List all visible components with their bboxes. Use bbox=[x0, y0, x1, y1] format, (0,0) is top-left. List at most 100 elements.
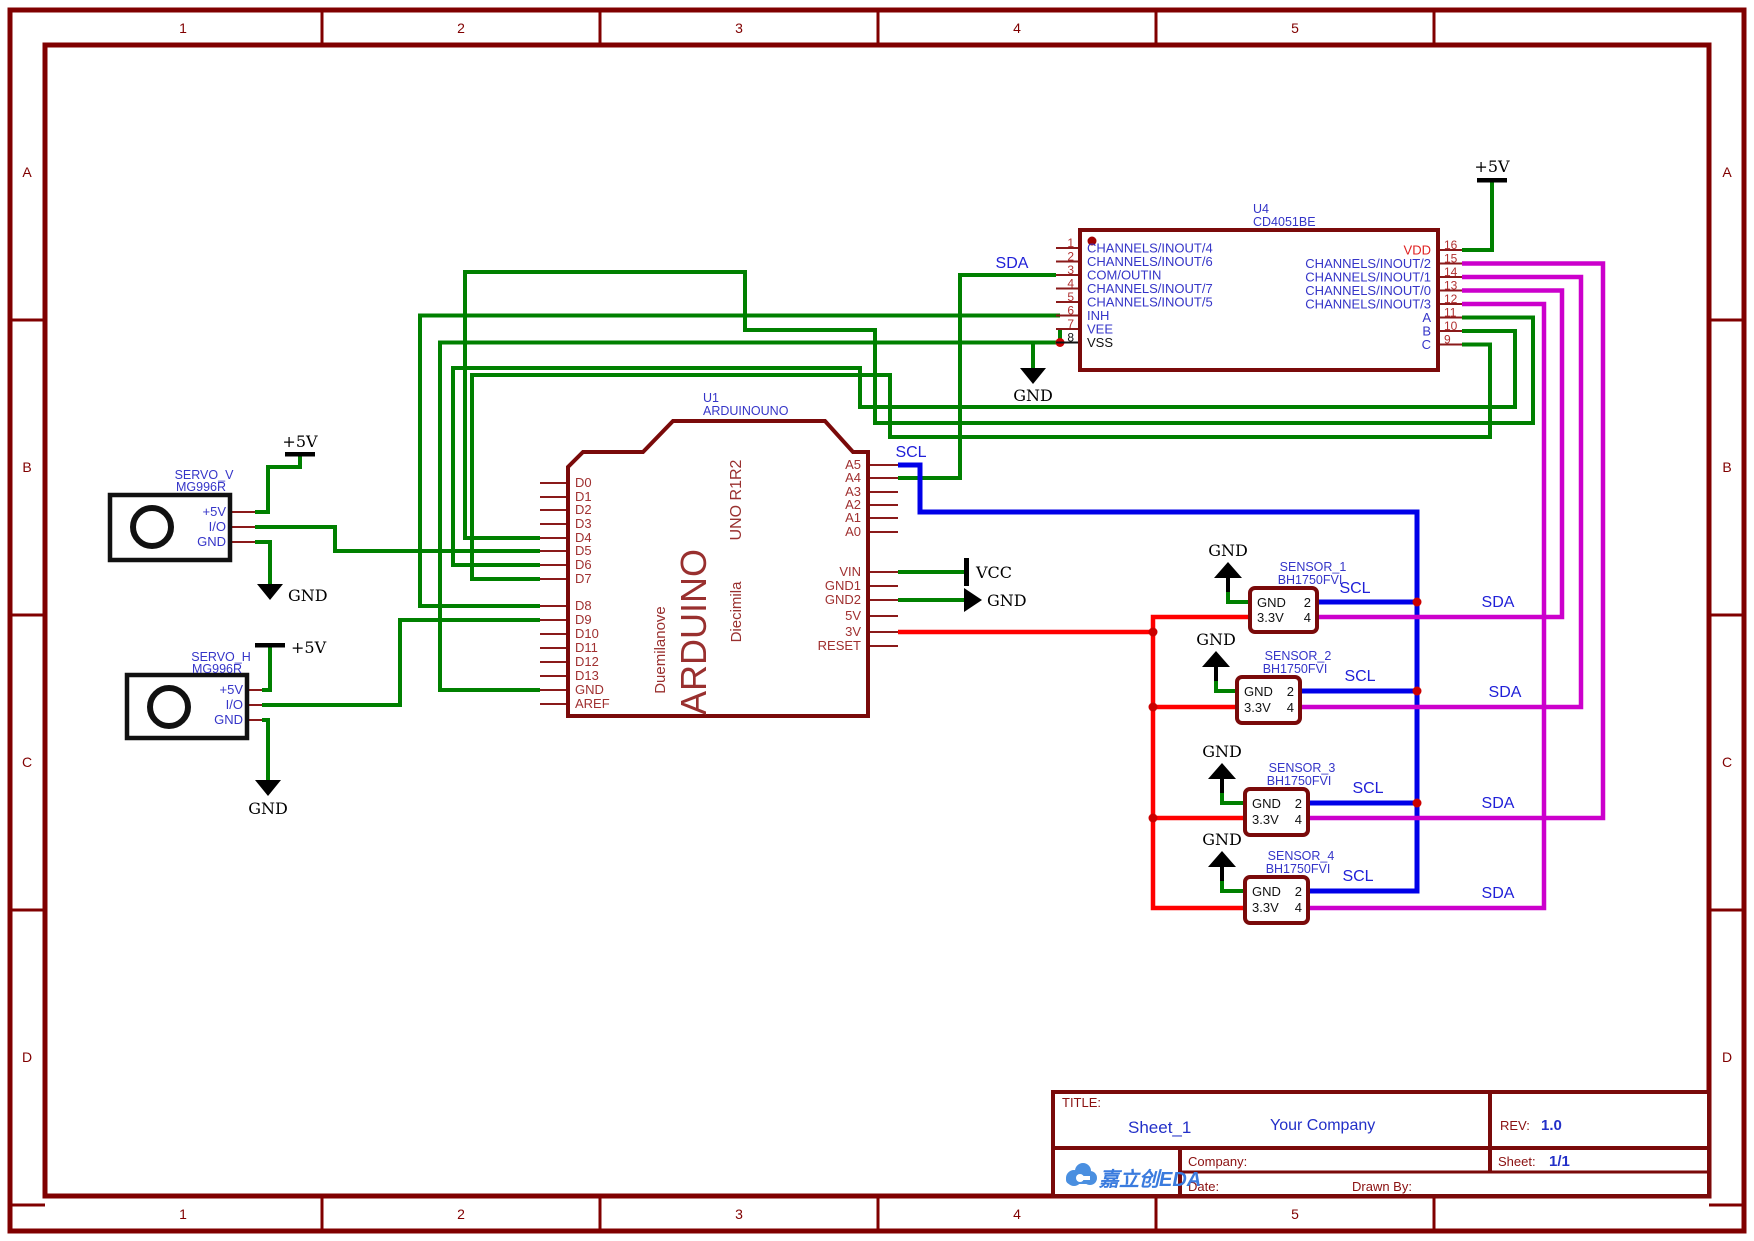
wire-servoH-gnd[interactable] bbox=[262, 718, 270, 780]
servo-h-value[interactable]: MG996R bbox=[192, 662, 242, 676]
net-label-sda-4[interactable]: SDA bbox=[1482, 885, 1515, 902]
wire-inh-net[interactable] bbox=[418, 313, 1060, 608]
u4-body[interactable] bbox=[1078, 228, 1440, 372]
net-label-sda-3[interactable]: SDA bbox=[1482, 795, 1515, 812]
u1-ref[interactable]: U1 bbox=[703, 391, 719, 405]
net-label-scl-4[interactable]: SCL bbox=[1342, 868, 1373, 885]
gnd-flag-servoH[interactable]: GND bbox=[248, 780, 288, 818]
sheet-value[interactable]: 1/1 bbox=[1549, 1153, 1570, 1170]
wire-sensor1-gnd[interactable] bbox=[1226, 592, 1250, 604]
wire-vee-vss-tie[interactable] bbox=[1031, 329, 1062, 368]
servo-h-ref[interactable]: SERVO_H bbox=[191, 650, 251, 664]
component-servo-h[interactable]: SERVO_H MG996R +5V I/O GND bbox=[124, 650, 262, 741]
gnd-flag-sensor2[interactable]: GND bbox=[1196, 630, 1236, 681]
svg-text:C: C bbox=[1722, 754, 1732, 770]
wire-sda-sensor2[interactable] bbox=[1300, 274, 1584, 710]
wire-gnd-net[interactable] bbox=[438, 340, 1056, 692]
vcc-flag[interactable]: VCC bbox=[964, 558, 1012, 586]
svg-text:D1: D1 bbox=[575, 489, 592, 504]
wire-sda-sensor4[interactable] bbox=[1308, 301, 1547, 911]
component-servo-v[interactable]: SERVO_V MG996R +5V I/O GND bbox=[107, 468, 255, 563]
sheet-title[interactable]: Sheet_1 bbox=[1128, 1118, 1191, 1137]
net-labels[interactable]: SDA SCL SCL SCL SCL SCL SDA SDA SDA SDA bbox=[895, 255, 1521, 902]
company-name[interactable]: Your Company bbox=[1270, 1117, 1375, 1134]
svg-text:GND2: GND2 bbox=[825, 592, 861, 607]
gnd-flag-arduino[interactable]: GND bbox=[964, 588, 1027, 612]
servo-v-value[interactable]: MG996R bbox=[176, 480, 226, 494]
component-sensor-2[interactable]: SENSOR_2 BH1750FVI GND 2 3.3V 4 bbox=[1235, 649, 1332, 725]
net-label-scl-2[interactable]: SCL bbox=[1344, 668, 1375, 685]
sensor-2-ref[interactable]: SENSOR_2 bbox=[1265, 649, 1332, 663]
sensor-2-value[interactable]: BH1750FVI bbox=[1263, 662, 1328, 676]
wire-servoV-5v[interactable] bbox=[255, 456, 302, 514]
servo-v-ref[interactable]: SERVO_V bbox=[175, 468, 234, 482]
svg-text:3: 3 bbox=[1067, 263, 1074, 277]
net-label-sda-1[interactable]: SDA bbox=[1482, 594, 1515, 611]
wire-b-net[interactable] bbox=[451, 329, 1517, 567]
u1-value[interactable]: ARDUINOUNO bbox=[703, 404, 789, 418]
wire-a-net[interactable] bbox=[463, 270, 1535, 540]
wire-sda-sensor1[interactable] bbox=[1317, 288, 1565, 620]
sensor-2-body[interactable] bbox=[1235, 675, 1302, 725]
gnd-flag-u4[interactable]: GND bbox=[1013, 338, 1065, 405]
component-u4-cd4051[interactable]: U4 CD4051BE 1 2 3 4 5 6 7 8 16 15 14 13 … bbox=[1056, 202, 1462, 372]
wire-servoH-io[interactable] bbox=[262, 618, 540, 707]
servo-v-shaft bbox=[130, 505, 174, 549]
sensor-3-body[interactable] bbox=[1243, 787, 1310, 837]
wire-c-net[interactable] bbox=[470, 342, 1492, 581]
u4-value[interactable]: CD4051BE bbox=[1253, 215, 1316, 229]
net-label-sda-u4[interactable]: SDA bbox=[996, 255, 1029, 272]
gnd-flag-servoV[interactable]: GND bbox=[257, 584, 328, 605]
svg-text:3.3V: 3.3V bbox=[1252, 900, 1279, 915]
wire-sensor2-gnd[interactable] bbox=[1214, 681, 1237, 693]
wire-3v3-bus[interactable] bbox=[898, 614, 1250, 911]
wire-servoV-gnd[interactable] bbox=[255, 540, 272, 584]
wire-vdd-5v[interactable] bbox=[1462, 182, 1494, 252]
gnd-flag-sensor3[interactable]: GND bbox=[1202, 742, 1242, 793]
wires-blue[interactable] bbox=[898, 462, 1422, 894]
rev-value[interactable]: 1.0 bbox=[1541, 1117, 1562, 1134]
wire-sensor3-gnd[interactable] bbox=[1220, 793, 1245, 805]
component-sensor-4[interactable]: SENSOR_4 BH1750FVI GND 2 3.3V 4 bbox=[1243, 849, 1335, 925]
sensor-4-ref[interactable]: SENSOR_4 bbox=[1268, 849, 1335, 863]
wires-red[interactable] bbox=[898, 614, 1250, 911]
wires-magenta[interactable] bbox=[1300, 261, 1606, 911]
wire-sda-sensor3[interactable] bbox=[1308, 261, 1606, 821]
net-label-scl-3[interactable]: SCL bbox=[1352, 780, 1383, 797]
u1-body[interactable] bbox=[566, 419, 870, 718]
svg-text:GND: GND bbox=[1208, 541, 1248, 560]
title-block[interactable]: TITLE: Sheet_1 Your Company REV: 1.0 Com… bbox=[1051, 1090, 1711, 1198]
net-label-scl-a5[interactable]: SCL bbox=[895, 444, 926, 461]
net-label-sda-2[interactable]: SDA bbox=[1489, 684, 1522, 701]
gnd-flag-sensor1[interactable]: GND bbox=[1208, 541, 1248, 592]
component-sensor-3[interactable]: SENSOR_3 BH1750FVI GND 2 3.3V 4 bbox=[1243, 761, 1336, 837]
sensor-4-body[interactable] bbox=[1243, 875, 1310, 925]
sensor-1-ref[interactable]: SENSOR_1 bbox=[1280, 560, 1347, 574]
svg-text:D13: D13 bbox=[575, 668, 599, 683]
wire-servoH-5v[interactable] bbox=[262, 647, 272, 692]
wires-green[interactable] bbox=[255, 182, 1535, 893]
sensor-3-ref[interactable]: SENSOR_3 bbox=[1269, 761, 1336, 775]
component-sensor-1[interactable]: SENSOR_1 BH1750FVI GND 2 3.3V 4 bbox=[1248, 560, 1347, 634]
svg-text:5: 5 bbox=[1067, 290, 1074, 304]
svg-text:GND: GND bbox=[575, 682, 604, 697]
wire-sensor4-gnd[interactable] bbox=[1220, 881, 1245, 893]
svg-text:2: 2 bbox=[1295, 796, 1302, 811]
sensor-1-value[interactable]: BH1750FVI bbox=[1278, 573, 1343, 587]
plus5v-flag-u4[interactable]: +5V bbox=[1474, 157, 1510, 183]
wire-scl-bus[interactable] bbox=[898, 462, 1420, 894]
u4-ref[interactable]: U4 bbox=[1253, 202, 1269, 216]
gnd-flag-sensor4[interactable]: GND bbox=[1202, 830, 1242, 881]
plus5v-flag-servoV[interactable]: +5V bbox=[282, 432, 318, 457]
sensor-3-value[interactable]: BH1750FVI bbox=[1267, 774, 1332, 788]
power-flags[interactable]: +5V +5V +5V VCC GND GND GND GND bbox=[248, 157, 1510, 881]
wire-sda-a4[interactable] bbox=[898, 273, 1056, 480]
svg-text:CHANNELS/INOUT/4: CHANNELS/INOUT/4 bbox=[1087, 241, 1213, 256]
sensor-4-value[interactable]: BH1750FVI bbox=[1266, 862, 1331, 876]
net-label-scl-1[interactable]: SCL bbox=[1339, 580, 1370, 597]
component-u1-arduino[interactable]: U1 ARDUINOUNO ARDUINO UNO R1R2 Diecimila… bbox=[540, 391, 898, 718]
sensor-1-body[interactable] bbox=[1248, 586, 1319, 634]
wire-servoV-io[interactable] bbox=[255, 525, 540, 553]
plus5v-flag-servoH[interactable]: +5V bbox=[255, 638, 327, 657]
